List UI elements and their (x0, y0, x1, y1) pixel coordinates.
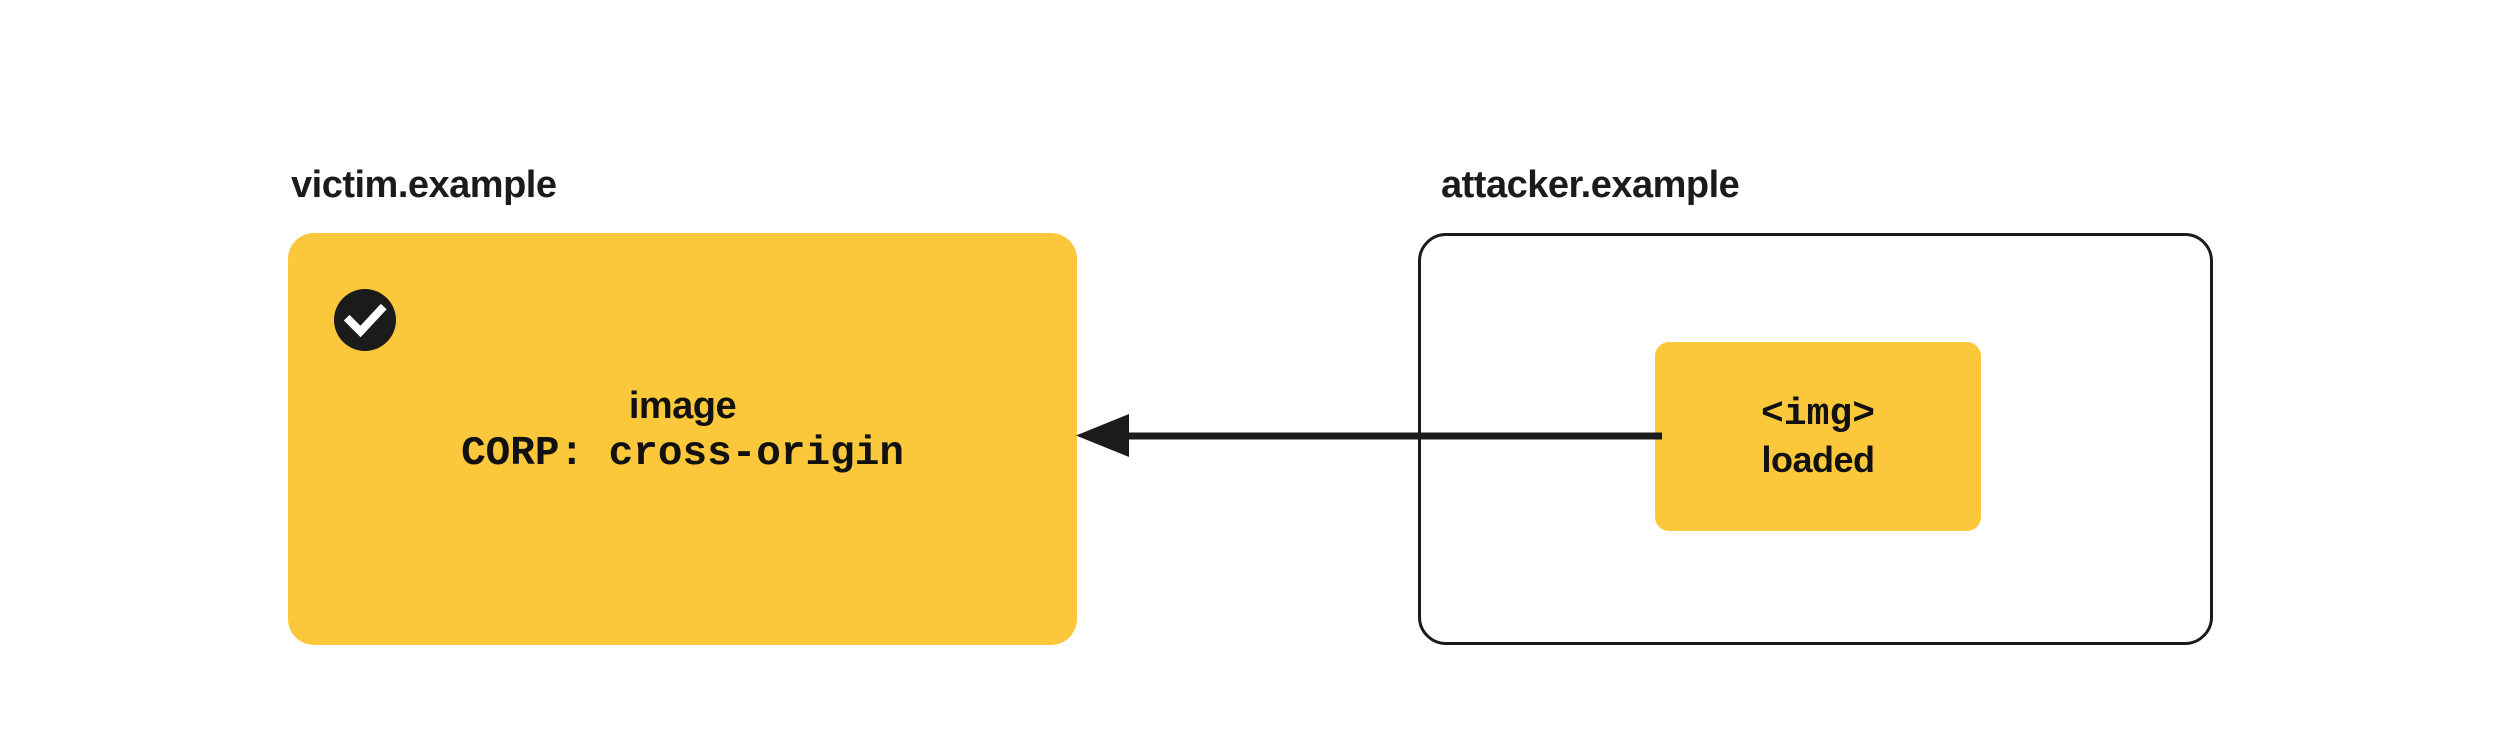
attacker-origin-frame: <img> loaded (1418, 233, 2213, 645)
img-element-box: <img> loaded (1655, 342, 1981, 531)
attacker-origin-label: attacker.example (1441, 164, 1740, 206)
check-circle-icon (334, 289, 396, 351)
img-element-state: loaded (1761, 438, 1875, 480)
victim-resource-box: image CORP: cross-origin (288, 233, 1077, 645)
img-element-tag: <img> (1760, 392, 1876, 436)
victim-resource-text: image CORP: cross-origin (288, 383, 1077, 479)
victim-resource-header: CORP: cross-origin (461, 431, 904, 477)
arrow-left-icon (1076, 414, 1662, 457)
victim-origin-label: victim.example (291, 164, 557, 206)
victim-resource-name: image (628, 385, 737, 427)
